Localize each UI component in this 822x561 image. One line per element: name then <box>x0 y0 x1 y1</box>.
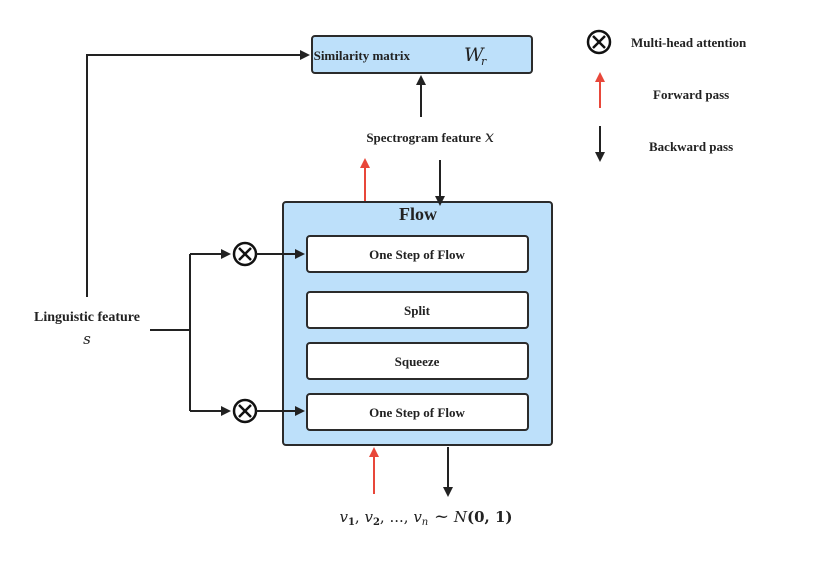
flow-step-one-step-top: One Step of Flow <box>306 235 529 273</box>
attention-icon-bottom <box>232 398 258 424</box>
legend-forward-label: Forward pass <box>653 87 729 102</box>
attention-icon-top <box>232 241 258 267</box>
spectrogram-feature-label: Spectrogram feature x <box>366 127 494 146</box>
latent-distribution-label: v1, v2, ..., vn ~ N(0, 1) <box>339 506 512 528</box>
legend-attention-icon <box>586 29 612 55</box>
flow-step-one-step-bottom: One Step of Flow <box>306 393 529 431</box>
linguistic-feature-label: Linguistic feature s <box>34 310 140 348</box>
legend-backward-label: Backward pass <box>649 139 733 154</box>
similarity-matrix-box: Similarity matrix W r <box>311 35 533 74</box>
similarity-matrix-label: Similarity matrix <box>314 48 411 63</box>
svg-text:Linguistic feature: Linguistic feature <box>34 310 140 325</box>
legend-attention-label: Multi-head attention <box>631 35 747 50</box>
legend: Multi-head attention Forward pass Backwa… <box>586 29 747 162</box>
svg-text:Spectrogram feature: Spectrogram feature <box>366 130 481 145</box>
flow-title: Flow <box>399 204 437 224</box>
linguistic-symbol: s <box>83 330 91 348</box>
spectrogram-symbol: x <box>485 127 494 146</box>
svg-text:One Step of Flow: One Step of Flow <box>369 405 465 420</box>
similarity-matrix-subscript: r <box>481 55 487 68</box>
flow-step-split: Split <box>306 291 529 329</box>
svg-text:One Step of Flow: One Step of Flow <box>369 247 465 262</box>
svg-text:Squeeze: Squeeze <box>395 354 440 369</box>
svg-text:Split: Split <box>404 303 431 318</box>
flow-step-squeeze: Squeeze <box>306 342 529 380</box>
similarity-matrix-symbol: W <box>464 44 485 66</box>
arrow-linguistic-to-similarity <box>86 50 310 297</box>
